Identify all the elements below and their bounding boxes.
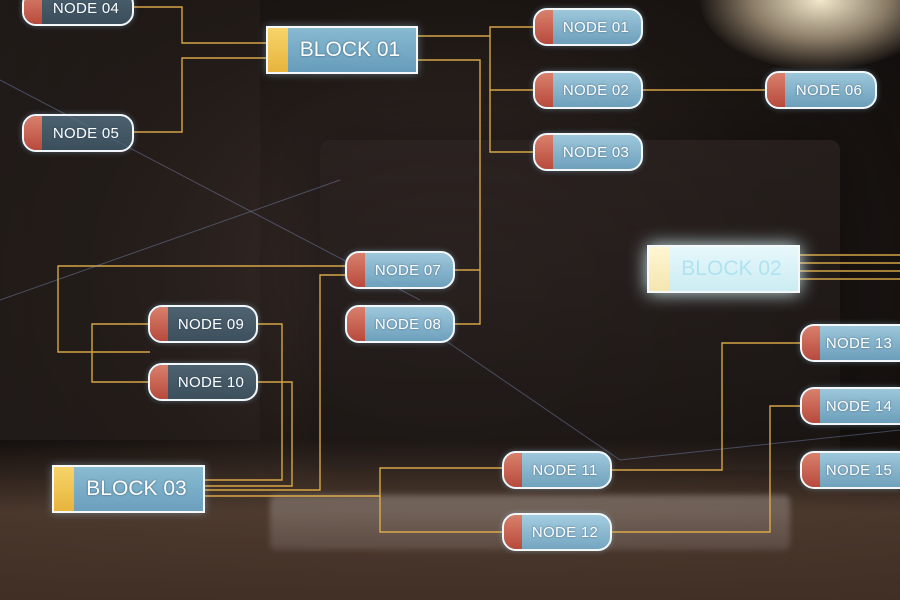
node-11-label: NODE 11	[532, 461, 598, 479]
wire-node12-node14	[612, 405, 802, 533]
wire-node10-block03	[205, 381, 293, 487]
node-14-label: NODE 14	[825, 397, 893, 415]
wire-block01-node01	[417, 26, 535, 37]
block-01[interactable]: BLOCK 01	[266, 26, 418, 74]
wire-block01-node03	[489, 90, 535, 153]
node-02-cap	[535, 73, 553, 107]
node-12-cap	[504, 515, 522, 549]
node-08-label: NODE 08	[374, 315, 442, 333]
node-03-label: NODE 03	[562, 143, 630, 161]
wire-block03-node12	[379, 496, 503, 533]
block-03-cap	[54, 467, 74, 511]
wire-faint-diagonal-2	[429, 329, 900, 461]
node-12-label: NODE 12	[531, 523, 599, 541]
wire-node05-block01	[132, 57, 267, 133]
node-01-label: NODE 01	[562, 18, 630, 36]
wire-node09-node10	[91, 323, 150, 383]
node-01-cap	[535, 10, 553, 44]
wire-block01-node02	[489, 36, 535, 91]
node-06-cap	[767, 73, 785, 107]
block-03-label: BLOCK 03	[86, 477, 187, 500]
node-06-label: NODE 06	[795, 81, 863, 99]
node-07[interactable]: NODE 07	[345, 251, 455, 289]
node-07-cap	[347, 253, 365, 287]
node-03[interactable]: NODE 03	[533, 133, 643, 171]
node-09[interactable]: NODE 09	[148, 305, 258, 343]
node-04[interactable]: NODE 04	[22, 0, 134, 26]
node-02[interactable]: NODE 02	[533, 71, 643, 109]
node-08-cap	[347, 307, 365, 341]
node-02-label: NODE 02	[562, 81, 630, 99]
node-15-cap	[802, 453, 820, 487]
node-03-cap	[535, 135, 553, 169]
block-02-label: BLOCK 02	[681, 257, 782, 280]
node-10-cap	[150, 365, 168, 399]
node-09-label: NODE 09	[177, 315, 245, 333]
wire-node11-node13	[612, 342, 802, 471]
node-10[interactable]: NODE 10	[148, 363, 258, 401]
block-02-cap	[649, 247, 669, 291]
node-11-cap	[504, 453, 522, 487]
node-01[interactable]: NODE 01	[533, 8, 643, 46]
wire-node04-block01	[132, 6, 267, 44]
node-10-label: NODE 10	[177, 373, 245, 391]
node-11[interactable]: NODE 11	[502, 451, 612, 489]
block-01-cap	[268, 28, 288, 72]
node-09-cap	[150, 307, 168, 341]
wire-block01-node08	[455, 270, 481, 325]
node-04-label: NODE 04	[52, 0, 120, 17]
node-13-cap	[802, 326, 820, 360]
node-13[interactable]: NODE 13	[800, 324, 900, 362]
wire-node07-node09	[57, 265, 347, 353]
node-08[interactable]: NODE 08	[345, 305, 455, 343]
node-15[interactable]: NODE 15	[800, 451, 900, 489]
node-13-label: NODE 13	[825, 334, 893, 352]
block-02[interactable]: BLOCK 02	[647, 245, 800, 293]
node-05-label: NODE 05	[52, 124, 120, 142]
node-15-label: NODE 15	[825, 461, 893, 479]
block-03[interactable]: BLOCK 03	[52, 465, 205, 513]
wire-block03-node11	[205, 467, 503, 497]
node-05[interactable]: NODE 05	[22, 114, 134, 152]
block-01-label: BLOCK 01	[299, 38, 401, 61]
node-06[interactable]: NODE 06	[765, 71, 877, 109]
node-04-cap	[24, 0, 42, 24]
node-07-label: NODE 07	[374, 261, 442, 279]
wire-node07-node10	[205, 274, 347, 491]
node-14-cap	[802, 389, 820, 423]
node-05-cap	[24, 116, 42, 150]
wire-node09-block03	[205, 323, 283, 481]
wire-faint-diagonal-3	[0, 179, 341, 301]
node-14[interactable]: NODE 14	[800, 387, 900, 425]
wire-block01-node07	[417, 59, 481, 271]
node-12[interactable]: NODE 12	[502, 513, 612, 551]
